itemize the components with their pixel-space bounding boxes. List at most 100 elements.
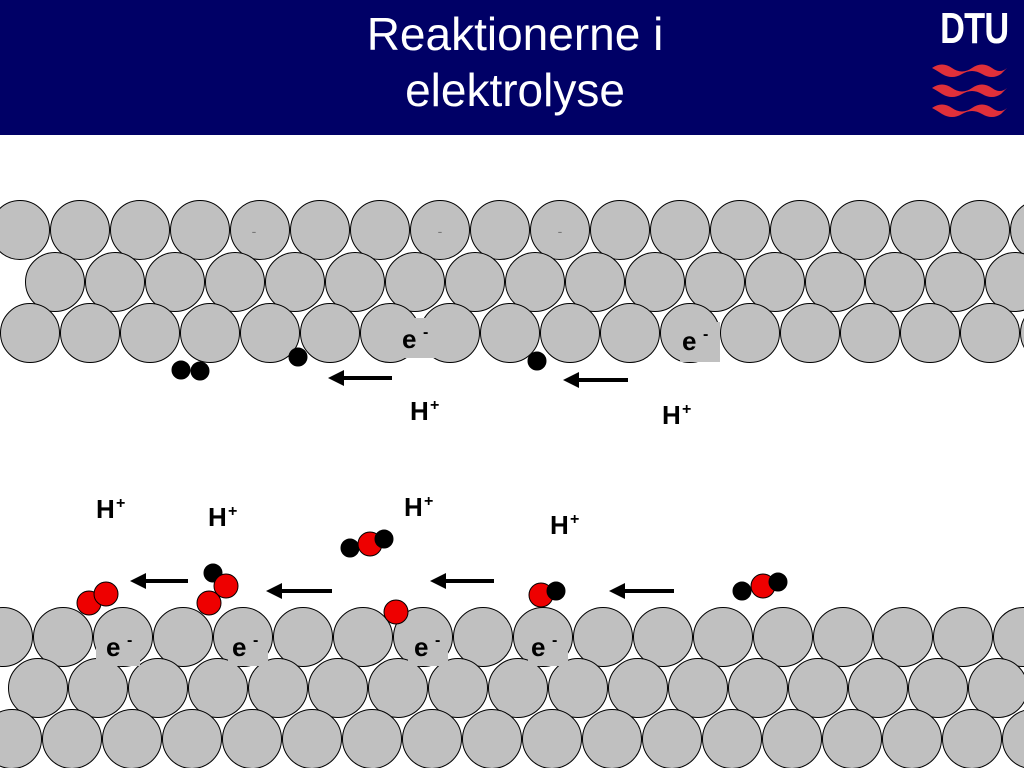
electron-box	[96, 630, 140, 666]
arrow-head	[328, 370, 344, 386]
metal-atom	[642, 709, 702, 768]
metal-atom	[780, 303, 840, 363]
arrow-head	[130, 573, 146, 589]
proton-charge: +	[570, 511, 579, 528]
bottom-electrode	[0, 607, 1024, 768]
metal-atom	[60, 303, 120, 363]
water-molecule	[340, 529, 394, 558]
metal-atom	[582, 709, 642, 768]
dtu-logo-waves-icon	[932, 64, 1007, 117]
hydroxide	[528, 581, 566, 608]
hydrogen-atom	[546, 581, 566, 601]
electron-box	[528, 630, 568, 666]
metal-atom	[873, 607, 933, 667]
proton: H+	[96, 494, 125, 524]
proton: H+	[662, 400, 691, 430]
proton: H+	[404, 492, 433, 522]
arrow-left-icon	[430, 573, 494, 589]
metal-atom	[0, 709, 42, 768]
hydrogen-atom	[374, 529, 394, 549]
slide-title-line-2: elektrolyse	[405, 64, 625, 116]
electron-charge: -	[423, 324, 428, 341]
metal-atom	[145, 252, 205, 312]
oxygen-hydrogen-group	[196, 563, 239, 616]
metal-atom	[840, 303, 900, 363]
metal-atom	[170, 200, 230, 260]
metal-atom	[153, 607, 213, 667]
electron-charge: -	[253, 632, 258, 649]
hydrogen-atom-single	[527, 351, 547, 371]
surface-mark: -	[252, 223, 257, 239]
metal-atom	[830, 200, 890, 260]
metal-atom	[900, 303, 960, 363]
metal-atom	[410, 200, 470, 260]
metal-atom	[290, 200, 350, 260]
metal-atom	[968, 658, 1024, 718]
metal-atom	[333, 607, 393, 667]
metal-atom	[573, 607, 633, 667]
metal-atom	[428, 658, 488, 718]
arrow-head	[563, 372, 579, 388]
metal-atom	[273, 607, 333, 667]
proton-charge: +	[116, 495, 125, 512]
metal-atom	[8, 658, 68, 718]
metal-atom	[540, 303, 600, 363]
metal-atom	[300, 303, 360, 363]
hydrogen-atom	[171, 360, 191, 380]
metal-atom	[685, 252, 745, 312]
metal-atom	[925, 252, 985, 312]
wave-group	[932, 64, 1007, 117]
electrons: e-e-e-e-e-e-	[96, 318, 720, 666]
metal-atom	[625, 252, 685, 312]
metal-atom	[805, 252, 865, 312]
hydrogen-molecule	[171, 360, 210, 381]
metal-atom	[85, 252, 145, 312]
metal-atom	[522, 709, 582, 768]
surface-mark: -	[438, 223, 443, 239]
hydrogen-atom	[732, 581, 752, 601]
electron-symbol: e	[531, 632, 545, 662]
hydrogen-atom	[288, 347, 308, 367]
metal-atom	[462, 709, 522, 768]
electron-symbol: e	[106, 632, 120, 662]
metal-atom	[848, 658, 908, 718]
metal-atom	[788, 658, 848, 718]
metal-atom	[985, 252, 1024, 312]
metal-atom	[342, 709, 402, 768]
proton-charge: +	[430, 397, 439, 414]
arrow-head	[430, 573, 446, 589]
electrolysis-diagram: - - - e-e-e-e-e-e- H+H+H+H+H+H+	[0, 200, 1024, 768]
electron: e-	[528, 630, 568, 666]
oxygen-atom	[93, 581, 119, 607]
metal-atom	[325, 252, 385, 312]
oxygen-atom	[196, 590, 222, 616]
top-electrode	[0, 200, 1024, 363]
metal-atom	[33, 607, 93, 667]
hydrogen-atom	[340, 538, 360, 558]
metal-atom	[1020, 318, 1024, 348]
proton-symbol: H	[208, 502, 227, 532]
metal-atom	[565, 252, 625, 312]
metal-atom	[205, 252, 265, 312]
metal-atom	[470, 200, 530, 260]
electron-charge: -	[127, 632, 132, 649]
metal-atom	[480, 303, 540, 363]
metal-atom	[240, 303, 300, 363]
metal-atom	[488, 658, 548, 718]
metal-atom	[248, 658, 308, 718]
metal-atom	[505, 252, 565, 312]
metal-atom	[728, 658, 788, 718]
proton-charge: +	[682, 401, 691, 418]
metal-atom	[25, 252, 85, 312]
metal-atom	[950, 200, 1010, 260]
metal-atom	[1002, 710, 1024, 768]
arrow-left-icon	[266, 583, 332, 599]
metal-atom	[813, 607, 873, 667]
electron-charge: -	[703, 326, 708, 343]
metal-atom	[942, 709, 1002, 768]
metal-atom	[702, 709, 762, 768]
electron-symbol: e	[402, 324, 416, 354]
hydrogen-atom	[768, 572, 788, 592]
metal-atom	[265, 252, 325, 312]
arrow-left-icon	[130, 573, 188, 589]
